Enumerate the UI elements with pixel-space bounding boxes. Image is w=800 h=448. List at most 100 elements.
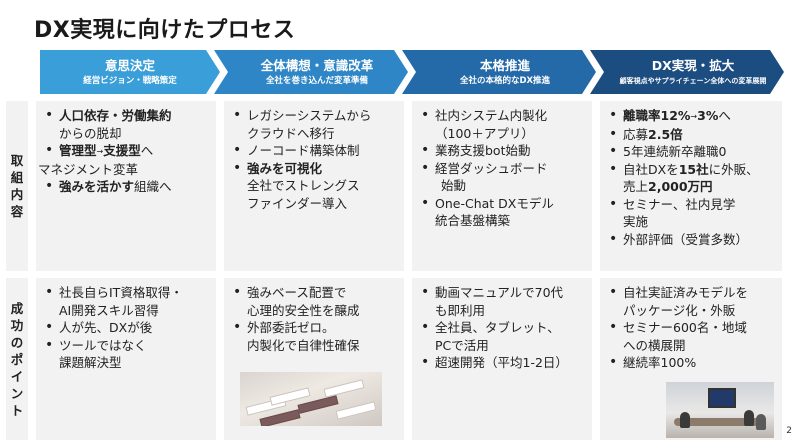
item-text: 売上: [623, 179, 649, 194]
list-item: 応募2.5倍: [608, 126, 776, 144]
item-text: 実施: [623, 214, 649, 229]
item-text: 自社DXを: [623, 161, 679, 177]
item-text: 課題解決型: [59, 355, 122, 370]
phase-realization: DX実現・拡大 顧客視点やサプライチェーン全体への変革展開: [590, 50, 784, 94]
item-text: セミナー600名・地域: [623, 320, 747, 335]
item-text: 応募: [623, 126, 649, 142]
row-label-char: 内: [10, 187, 24, 202]
phase-subtitle: 全社の本格的なDX推進: [459, 75, 551, 86]
seminar-photo: [666, 382, 774, 438]
item-text: One-Chat DXモデル: [435, 195, 554, 211]
item-text: 自社実証済みモデルを: [623, 285, 749, 300]
training-materials-photo: [240, 372, 382, 426]
page-title: DX実現に向けたプロセス: [34, 18, 296, 43]
item-text: ファインダー導入: [247, 195, 348, 211]
phase-title: 全体構想・意識改革: [260, 57, 374, 73]
item-text: ノーコード構築体制: [247, 143, 360, 158]
list-item: 管理型→支援型へ: [44, 142, 210, 161]
list-item: 業務支援bot始動: [420, 142, 586, 160]
phase-subtitle: 経営ビジョン・戦略策定: [83, 75, 177, 86]
row-label-char: 容: [10, 204, 24, 219]
item-text: も即利用: [435, 302, 486, 318]
list-item: 外部評価（受賞多数）: [608, 231, 776, 249]
item-text: 始動: [441, 178, 467, 193]
row-label-initiatives: 取 組 内 容: [6, 101, 28, 271]
phase-title: 意思決定: [104, 57, 155, 73]
list-item: 外部委託ゼロ。内製化で自律性確保: [232, 319, 398, 354]
item-text: 動画マニュアルで70代: [435, 285, 564, 300]
item-text: セミナー、社内見学: [623, 196, 736, 212]
list-item: 自社DXを15社に外販、売上2,000万円: [608, 161, 776, 196]
row-label-char: ン: [10, 385, 24, 401]
phase-title: DX実現・拡大: [651, 57, 735, 73]
item-text: への横展開: [623, 337, 686, 353]
photo-detail: [674, 418, 766, 426]
phase-concept: 全体構想・意識改革 全社を巻き込んだ変革準備: [214, 50, 408, 94]
item-text: 業務支援bot始動: [435, 143, 531, 158]
item-text: PCで活用: [435, 337, 489, 353]
list-item: 人が先、DXが後: [44, 319, 210, 337]
photo-detail: [259, 409, 301, 426]
item-text: AI開発スキル習得: [59, 302, 159, 318]
item-text: からの脱却: [59, 125, 122, 141]
list-item: 超速開発（平均1-2日）: [420, 354, 586, 372]
row-label-char: 成: [10, 300, 24, 316]
item-text: 外部委託ゼロ。: [247, 320, 335, 335]
item-text: 内製化で自律性確保: [247, 337, 360, 353]
phase-subtitle: 顧客視点やサプライチェーン全体への変革展開: [619, 76, 767, 85]
item-text: 強みベース配置で: [247, 285, 347, 300]
row-label-char: ト: [10, 402, 24, 418]
item-text: 社内システム内製化: [435, 108, 548, 123]
arrow-glyph: →: [690, 112, 698, 121]
item-text: 超速開発（平均1-2日）: [435, 355, 568, 370]
phase-subtitle: 全社を巻き込んだ変革準備: [265, 75, 368, 86]
item-text: 5年連続新卒離職0: [623, 144, 727, 159]
emphasis-text: 15社: [678, 161, 709, 177]
emphasis-text: 2.5倍: [648, 126, 683, 142]
item-text: へ: [140, 143, 154, 158]
page-number: 2: [786, 426, 792, 436]
list-item: 継続率100%: [608, 354, 776, 372]
item-text: クラウドへ移行: [247, 125, 335, 141]
initiatives-cell-full-scale: 社内システム内製化（100＋アプリ） 業務支援bot始動 経営ダッシュボード始動…: [412, 101, 592, 271]
photo-detail: [335, 401, 377, 420]
emphasis-text: 2,000万円: [648, 179, 713, 194]
emphasis-text: 人口依存・労働集約: [59, 108, 172, 123]
item-continuation: マネジメント変革: [38, 161, 139, 177]
list-item: 全社員、タブレット、 PCで活用: [420, 319, 586, 354]
arrow-glyph: →: [96, 147, 104, 156]
item-text: 全社でストレングス: [247, 178, 360, 193]
photo-detail: [708, 388, 736, 408]
item-text: 経営ダッシュボード: [435, 160, 548, 176]
list-item: ノーコード構築体制: [232, 142, 398, 160]
row-label-success: 成 功 の ポ イ ン ト: [6, 278, 28, 440]
phase-full-scale: 本格推進 全社の本格的なDX推進: [402, 50, 596, 94]
photo-detail: [744, 410, 754, 426]
phase-title: 本格推進: [479, 57, 530, 73]
item-text: 全社員、タブレット、: [435, 320, 560, 335]
row-label-char: 組: [10, 170, 24, 185]
item-text: ツールではなく: [59, 337, 147, 353]
phase-decision: 意思決定 経営ビジョン・戦略策定: [40, 50, 220, 94]
item-text: 組織へ: [134, 179, 172, 194]
item-text: 継続率100%: [623, 355, 697, 370]
item-text: レガシーシステムから: [247, 108, 372, 123]
emphasis-text: 管理型: [59, 143, 97, 158]
photo-detail: [756, 414, 766, 430]
list-item: 強みを活かす組織へ: [44, 178, 210, 196]
initiatives-cell-realization: 離職率12%→3%へ 応募2.5倍 5年連続新卒離職0 自社DXを15社に外販、…: [600, 101, 782, 271]
photo-detail: [297, 395, 339, 414]
emphasis-text: 支援型: [103, 143, 141, 158]
item-text: に外販、: [708, 161, 759, 177]
row-label-char: 功: [10, 317, 24, 333]
success-cell-decision: 社長自らIT資格取得・AI開発スキル習得 人が先、DXが後 ツールではなく課題解…: [36, 278, 216, 440]
